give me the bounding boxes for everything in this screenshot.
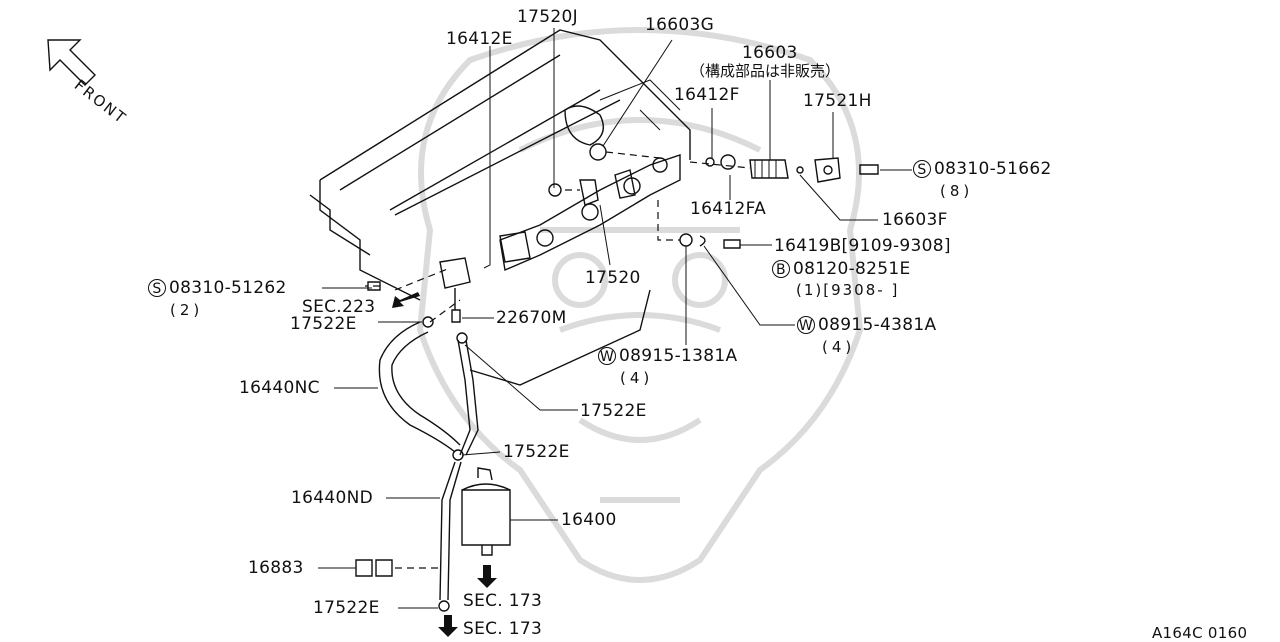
callout-16412E[interactable]: 16412E <box>446 29 513 49</box>
callout-16603F[interactable]: 16603F <box>882 210 948 230</box>
fuel-rail-assembly <box>439 154 681 323</box>
sec-173-label-upper[interactable]: SEC. 173 <box>463 591 543 611</box>
engine-head-outline <box>309 29 691 386</box>
watermark-emblem <box>416 27 864 583</box>
callout-16412F[interactable]: 16412F <box>674 85 740 105</box>
b-symbol: B <box>772 260 790 278</box>
callout-17520J[interactable]: 17520J <box>517 7 578 27</box>
callout-16400[interactable]: 16400 <box>561 510 617 530</box>
callout-22670M[interactable]: 22670M <box>496 308 567 328</box>
callout-17522E-middle[interactable]: 17522E <box>580 401 647 421</box>
s-symbol: S <box>913 160 931 178</box>
diagram-code: A164C 0160 <box>1152 624 1248 642</box>
callout-16419B[interactable]: 16419B[9109-9308] <box>774 236 951 256</box>
callout-16440NC[interactable]: 16440NC <box>239 378 320 398</box>
callout-08915-1381A-text: 08915-1381A <box>619 346 738 366</box>
callout-08120-8251E-text: 08120-8251E <box>793 259 911 279</box>
callout-16440ND[interactable]: 16440ND <box>291 488 373 508</box>
sec-173-label-lower[interactable]: SEC. 173 <box>463 619 543 639</box>
callout-08915-1381A-qty: (4) <box>620 369 654 387</box>
callout-08915-4381A-qty: (4) <box>822 338 856 356</box>
fuel-hoses <box>378 316 479 612</box>
callout-17520[interactable]: 17520 <box>585 268 641 288</box>
callout-16603[interactable]: 16603 <box>742 43 798 63</box>
dashed-guides <box>365 151 751 569</box>
s-symbol: S <box>148 279 166 297</box>
callout-08120-note: (1)[9308- ] <box>796 281 900 299</box>
callout-17521H[interactable]: 17521H <box>803 91 872 111</box>
callout-17522E-bottom[interactable]: 17522E <box>313 598 380 618</box>
fuel-filter-16400 <box>461 467 511 556</box>
callout-17522E-upper[interactable]: 17522E <box>290 314 357 334</box>
callout-08310-51262-qty: (2) <box>170 301 204 319</box>
sec-223-label[interactable]: SEC.223 <box>302 297 376 317</box>
w-symbol: W <box>598 347 616 365</box>
w-symbol: W <box>797 316 815 334</box>
callout-17522E-lower[interactable]: 17522E <box>503 442 570 462</box>
callout-08915-4381A-text: 08915-4381A <box>818 315 937 335</box>
callout-16883[interactable]: 16883 <box>248 558 304 578</box>
callout-08310-51262-text: 08310-51262 <box>169 278 287 298</box>
clip-16883 <box>355 559 393 577</box>
callout-08310-51662-text: 08310-51662 <box>934 159 1052 179</box>
callout-16603G[interactable]: 16603G <box>645 15 715 35</box>
section-arrows <box>392 292 497 637</box>
callout-16603-note: （構成部品は非販売） <box>690 62 841 80</box>
front-arrow-icon <box>47 39 96 86</box>
leader-lines <box>318 28 912 609</box>
callout-08310-51662-qty: (8) <box>940 182 974 200</box>
callout-16412FA[interactable]: 16412FA <box>690 199 767 219</box>
